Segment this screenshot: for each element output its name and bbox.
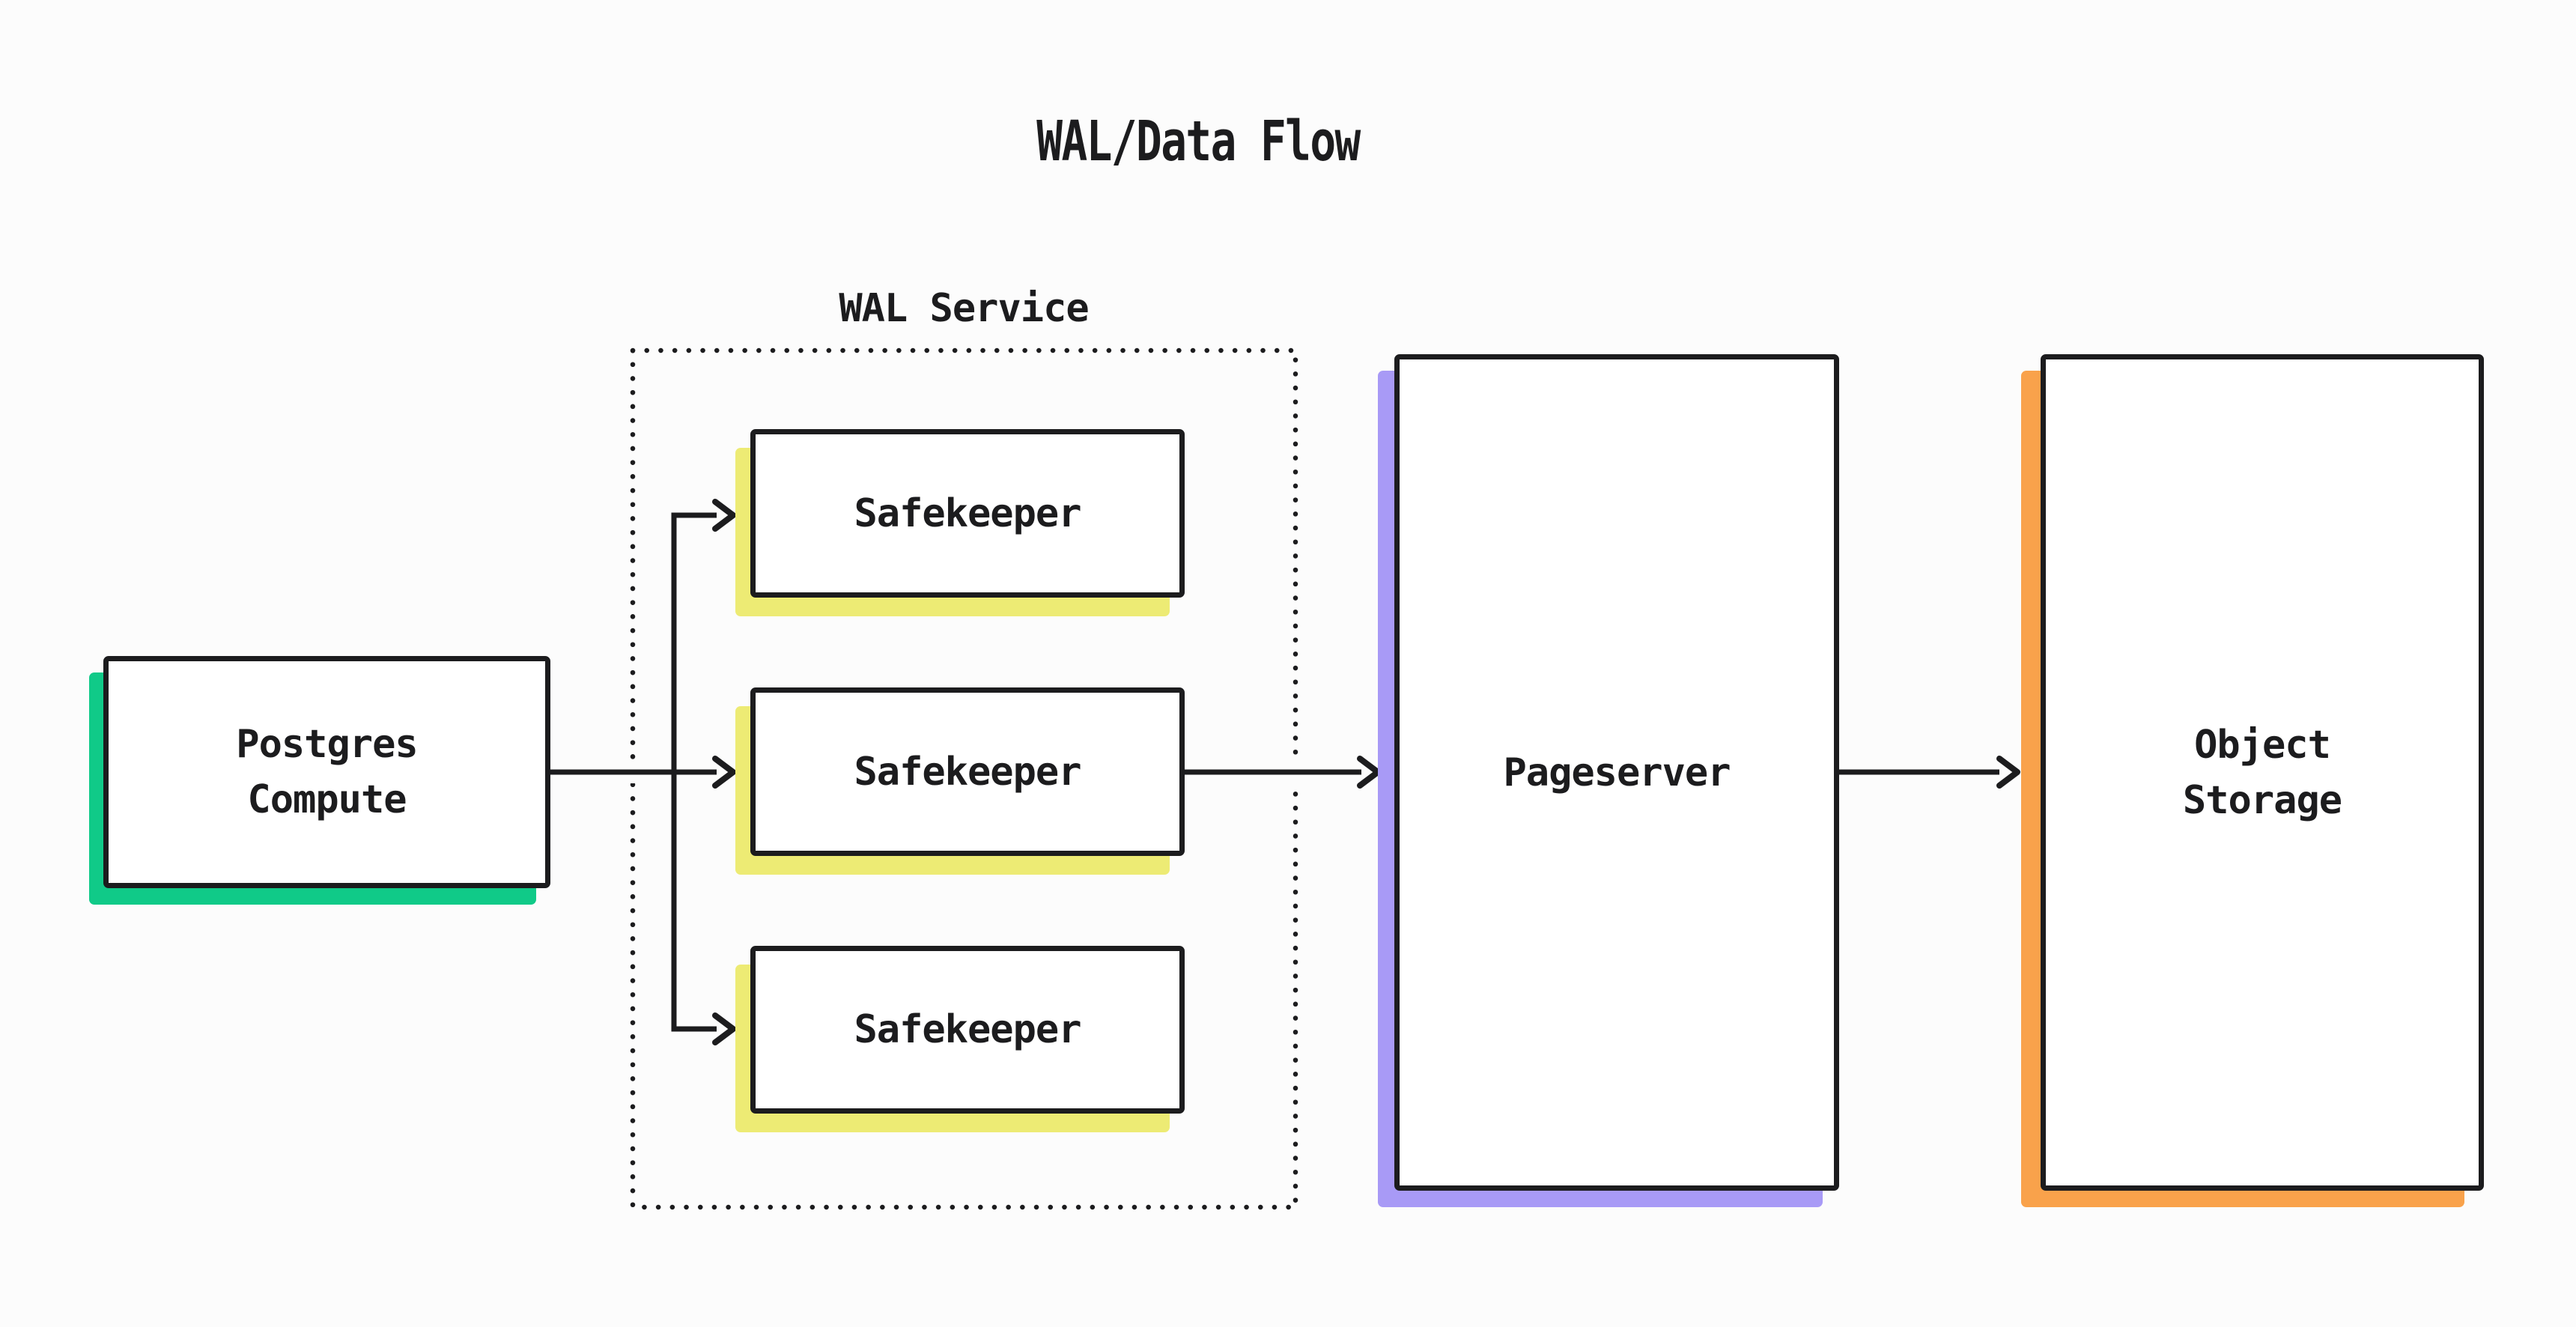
arrowhead-safekeeper-2	[712, 756, 736, 789]
object-storage-label-line1: Object	[2194, 722, 2331, 768]
postgres-compute-label-line1: Postgres	[236, 722, 418, 767]
node-safekeeper-2: Safekeeper	[750, 687, 1185, 856]
edge-branch-to-safekeepers-1-and-3	[671, 512, 717, 1032]
arrowhead-safekeeper-3	[712, 1012, 736, 1045]
node-pageserver: Pageserver	[1394, 354, 1839, 1191]
safekeeper-1-label: Safekeeper	[854, 491, 1081, 536]
node-safekeeper-3: Safekeeper	[750, 946, 1185, 1114]
postgres-compute-label-line2: Compute	[247, 777, 407, 822]
diagram-title: WAL/Data Flow	[1036, 109, 1361, 174]
wal-service-label: WAL Service	[839, 286, 1089, 331]
safekeeper-3-label: Safekeeper	[854, 1007, 1081, 1052]
postgres-compute-label: Postgres Compute	[236, 717, 418, 828]
arrowhead-object-storage	[1996, 756, 2020, 789]
arrowhead-safekeeper-1	[712, 499, 736, 532]
node-postgres-compute: Postgres Compute	[103, 656, 550, 888]
object-storage-label: Object Storage	[2183, 717, 2342, 828]
object-storage-label-line2: Storage	[2182, 777, 2342, 823]
node-object-storage: Object Storage	[2041, 354, 2484, 1191]
pageserver-label: Pageserver	[1503, 750, 1731, 795]
arrowhead-pageserver	[1357, 756, 1381, 789]
safekeeper-2-label: Safekeeper	[854, 749, 1081, 795]
node-safekeeper-1: Safekeeper	[750, 429, 1185, 598]
